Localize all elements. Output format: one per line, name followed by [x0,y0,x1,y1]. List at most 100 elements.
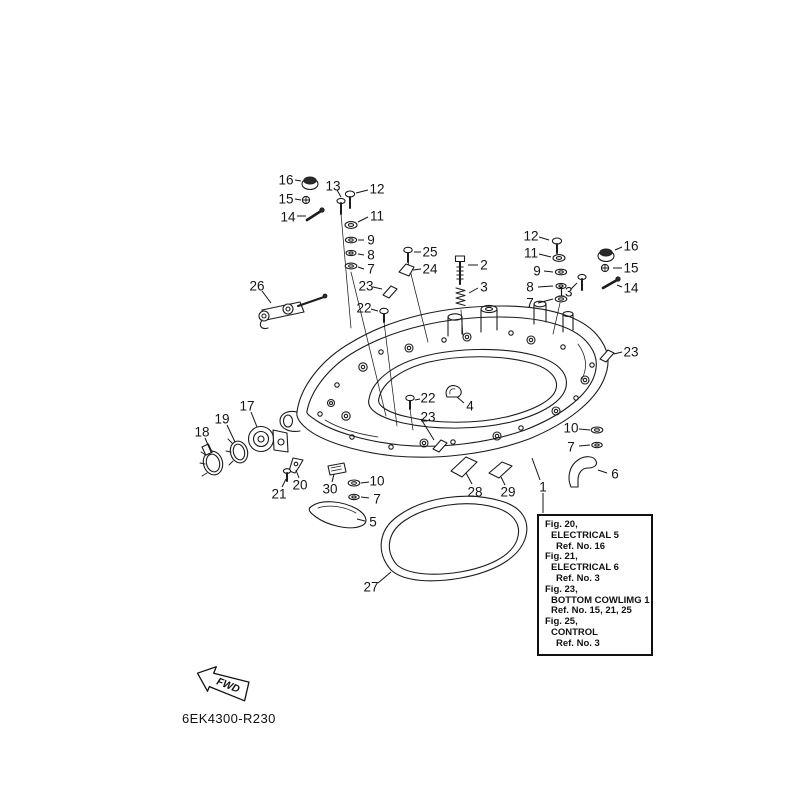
callout-24: 24 [422,262,438,277]
leader-line-8 [357,253,365,256]
callout-14: 14 [280,210,296,225]
ref-box-line: ELECTRICAL 5 [551,529,619,541]
leader-line-7 [360,496,370,499]
callout-11: 11 [524,246,538,261]
callout-28: 28 [467,485,482,500]
part-14-pin-left [305,207,325,222]
leader-line-17 [250,411,258,428]
leader-line-10 [578,428,591,431]
callout-16: 16 [623,239,638,254]
part-2-bolt [454,255,466,285]
callout-15: 15 [278,192,293,207]
ref-box-line: Ref. No. 16 [556,540,606,552]
part-13-screw-right [577,273,587,291]
callout-25: 25 [422,245,437,260]
ref-box-line: BOTTOM COWLIMG 1 [551,594,650,606]
part-20-bracket [288,457,304,474]
callout-4: 4 [466,399,474,414]
part-23-wedge-left [382,285,398,299]
leader-line-23 [372,286,383,290]
part-7-washer-bottom-right [591,441,603,449]
fwd-arrow: FWD [196,666,250,702]
callout-7: 7 [567,440,575,455]
leader-line-11 [538,253,552,258]
part-9-washer-right [554,268,568,276]
leader-line-4 [456,396,465,404]
callout-15: 15 [623,261,638,276]
part-30-label-plate [327,462,347,476]
callout-12: 12 [369,182,384,197]
callout-7: 7 [373,492,381,507]
ref-box-line: Ref. No. 3 [556,572,600,584]
ref-box-line: Fig. 20, [545,519,578,530]
leader-line-26 [261,290,272,304]
part-26-bracket-assembly [258,293,328,330]
callout-20: 20 [292,478,307,493]
callout-14: 14 [623,281,639,296]
leader-line-22 [414,398,421,401]
callout-9: 9 [367,233,375,248]
callout-13: 13 [325,179,340,194]
leader-line-23 [613,351,623,355]
leader-line-9 [543,270,554,273]
part-8-washer-right [555,282,567,290]
leader-line-6 [597,469,608,474]
part-8-washer-left [345,249,357,257]
leader-line-24 [412,268,422,271]
leader-line-1 [531,457,541,481]
callout-11: 11 [370,209,384,224]
callout-21: 21 [271,487,286,502]
part-15-screw-left [301,195,311,205]
callout-19: 19 [214,412,229,427]
leader-line-22 [370,308,379,312]
callout-7: 7 [526,296,534,311]
part-28-pad [450,456,478,478]
ref-box-line: Ref. No. 3 [556,637,600,649]
part-10-washer-left [347,479,361,487]
leader-line-15 [294,198,302,201]
ref-box-line: Fig. 23, [545,583,578,595]
part-29-pad [488,461,513,479]
reference-box: Fig. 20, ELECTRICAL 5 Ref. No. 16 Fig. 2… [537,514,653,656]
part-18-hose-clamp [199,443,224,477]
callout-17: 17 [239,399,254,414]
ref-box-line: Fig. 25, [545,616,578,628]
leader-line-13 [336,189,342,198]
drawing-number: 6EK4300-R230 [182,711,276,726]
part-7-washer-left [344,262,358,270]
callout-6: 6 [611,467,619,482]
leader-line-29 [500,476,506,486]
part-13-screw-left [336,197,346,215]
bottom-cowling-pan [279,300,609,458]
callout-9: 9 [533,264,541,279]
callout-23: 23 [358,279,373,294]
leader-line-20 [295,469,300,479]
leader-line-14 [616,284,623,288]
part-6-hook [568,456,598,488]
part-22-screw-left [379,307,389,323]
part-16-cap-left [301,176,319,191]
callout-23: 23 [623,345,638,360]
leader-line-8 [537,285,554,288]
callout-26: 26 [249,279,264,294]
leader-line-5 [356,518,366,522]
callout-2: 2 [480,258,488,273]
leader-line-3 [468,287,479,294]
callout-5: 5 [369,515,377,530]
leader-line-27 [377,571,392,584]
leader-line-7 [537,298,554,304]
part-10-washer-right [590,426,604,434]
part-15-screw-right [600,263,610,273]
part-19-clamp-ring [225,438,249,466]
callout-3: 3 [480,280,488,295]
callout-10: 10 [563,421,578,436]
ref-box-line: Ref. No. 15, 21, 25 [551,605,632,617]
part-7-washer-right [554,295,568,303]
leader-line-16 [614,246,623,251]
callout-22: 22 [356,301,371,316]
callout-27: 27 [363,580,378,595]
callout-1: 1 [539,480,547,495]
leader-line-12 [538,236,550,241]
